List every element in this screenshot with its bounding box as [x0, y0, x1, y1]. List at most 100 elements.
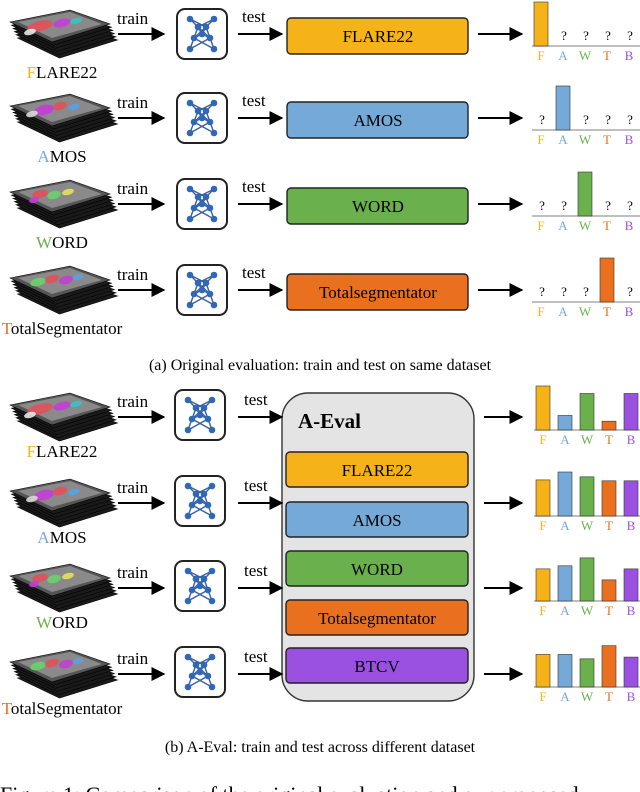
- unknown-value-mark: ?: [561, 284, 567, 299]
- train-label: train: [117, 93, 149, 112]
- axis-letter-W: W: [581, 689, 594, 704]
- organ-mask: [34, 104, 54, 116]
- axis-letter-T: T: [603, 218, 611, 233]
- ct-volume-icon: [9, 93, 119, 143]
- organ-mask: [32, 573, 48, 583]
- bar-A: [555, 85, 571, 131]
- dataset-initial: T: [2, 699, 13, 718]
- bar-F: [533, 1, 549, 47]
- test-dataset-label: Totalsegmentator: [319, 283, 437, 302]
- axis-letter-B: B: [627, 518, 636, 533]
- axis-letter-A: A: [558, 218, 568, 233]
- axis-letter-A: A: [558, 132, 568, 147]
- axis-letter-B: B: [625, 304, 634, 319]
- test-dataset-box: [286, 187, 469, 225]
- unknown-value-mark: ?: [605, 28, 611, 43]
- ct-volume-icon: [9, 9, 119, 59]
- organ-mask: [26, 495, 38, 503]
- test-dataset-label: BTCV: [354, 657, 400, 676]
- test-label: test: [242, 91, 266, 110]
- axis-letter-B: B: [625, 218, 634, 233]
- bar-A: [557, 415, 573, 431]
- dataset-initial: F: [27, 442, 36, 461]
- axis-letter-B: B: [627, 432, 636, 447]
- organ-mask: [68, 488, 80, 496]
- organ-mask: [62, 188, 74, 196]
- axis-letter-F: F: [539, 432, 546, 447]
- unknown-value-mark: ?: [605, 198, 611, 213]
- bar-W: [579, 393, 595, 431]
- axis-letter-F: F: [539, 689, 546, 704]
- unknown-value-mark: ?: [583, 112, 589, 127]
- axis-letter-T: T: [603, 304, 611, 319]
- bar-F: [535, 654, 551, 688]
- test-label: test: [244, 476, 268, 495]
- dataset-initial: A: [37, 147, 50, 166]
- organ-mask: [29, 580, 39, 588]
- organ-mask: [62, 572, 74, 580]
- test-label: test: [242, 177, 266, 196]
- axis-letter-F: F: [537, 218, 544, 233]
- train-label: train: [117, 9, 149, 28]
- result-bar-chart: F?A?W?T?B: [532, 1, 640, 63]
- train-label: train: [117, 563, 149, 582]
- bar-T: [601, 579, 617, 602]
- bar-A: [557, 565, 573, 602]
- organ-mask: [47, 574, 61, 584]
- axis-letter-T: T: [605, 689, 613, 704]
- test-label: test: [244, 561, 268, 580]
- figure-caption-partial: Figure 1: Comparison of the original eva…: [0, 782, 579, 792]
- bar-B: [623, 393, 639, 431]
- dataset-name-rest: ORD: [52, 233, 88, 252]
- organ-mask: [34, 489, 54, 501]
- organ-mask: [53, 18, 71, 28]
- organ-mask: [73, 273, 83, 281]
- bar-T: [601, 480, 617, 517]
- dataset-initial: F: [27, 63, 36, 82]
- organ-mask: [26, 110, 38, 118]
- unknown-value-mark: ?: [539, 198, 545, 213]
- axis-letter-B: B: [625, 132, 634, 147]
- axis-letter-A: A: [558, 48, 568, 63]
- dataset-label: AMOS: [37, 147, 86, 166]
- bar-T: [601, 420, 617, 431]
- test-label: test: [244, 647, 268, 666]
- test-dataset-box: [286, 17, 469, 55]
- axis-letter-W: W: [581, 603, 594, 618]
- dataset-label: FLARE22: [27, 63, 98, 82]
- test-dataset-label: Totalsegmentator: [318, 609, 436, 628]
- axis-letter-B: B: [627, 603, 636, 618]
- dataset-label: WORD: [36, 233, 88, 252]
- axis-letter-T: T: [605, 432, 613, 447]
- axis-letter-A: A: [558, 304, 568, 319]
- organ-mask: [59, 275, 73, 285]
- axis-letter-W: W: [579, 48, 592, 63]
- unknown-value-mark: ?: [627, 112, 633, 127]
- organ-mask: [70, 400, 82, 408]
- axis-letter-A: A: [560, 689, 570, 704]
- test-dataset-label: AMOS: [353, 111, 402, 130]
- ct-volume-icon: [9, 265, 119, 315]
- dataset-label: FLARE22: [27, 442, 98, 461]
- test-dataset-label: AMOS: [352, 511, 401, 530]
- test-dataset-box: [285, 647, 469, 684]
- dataset-initial: W: [36, 613, 53, 632]
- axis-letter-F: F: [537, 304, 544, 319]
- axis-letter-T: T: [603, 48, 611, 63]
- axis-letter-T: T: [605, 518, 613, 533]
- train-label: train: [117, 478, 149, 497]
- dataset-name-rest: LARE22: [36, 442, 97, 461]
- train-label: train: [117, 649, 149, 668]
- dataset-label: TotalSegmentator: [2, 319, 123, 338]
- train-label: train: [117, 179, 149, 198]
- test-dataset-label: FLARE22: [343, 27, 414, 46]
- organ-mask: [70, 17, 82, 25]
- test-dataset-box: [285, 451, 469, 488]
- bar-A: [557, 654, 573, 688]
- axis-letter-B: B: [627, 689, 636, 704]
- test-label: test: [244, 390, 268, 409]
- organ-mask: [30, 277, 46, 287]
